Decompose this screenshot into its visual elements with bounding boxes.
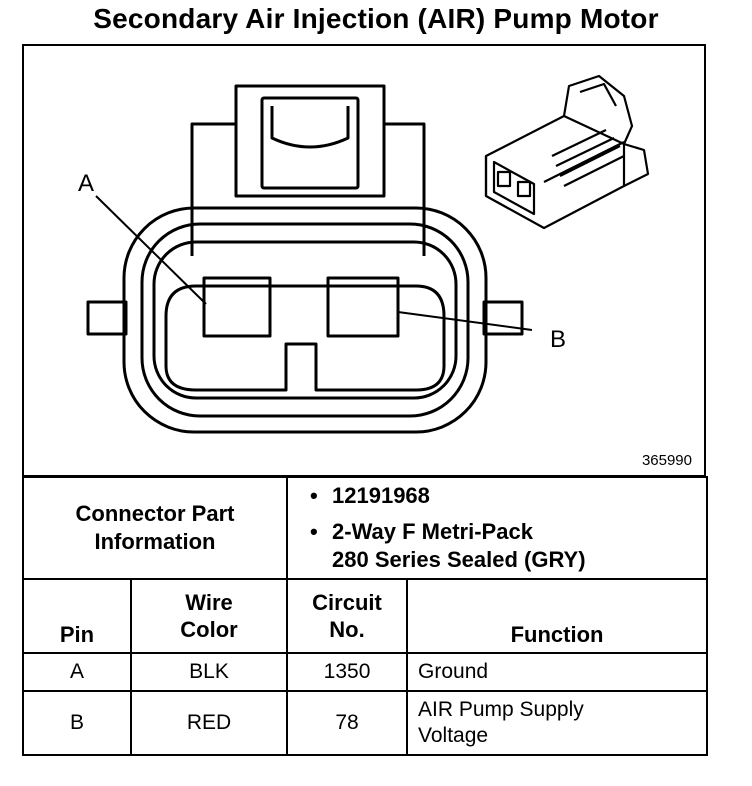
connector-part-values: 12191968 2-Way F Metri-Pack 280 Series S… <box>286 476 709 580</box>
wire-color-cell: BLK <box>129 652 289 692</box>
callout-label-a: A <box>78 170 95 197</box>
function-cell: Ground <box>406 652 709 692</box>
terminal-a <box>202 276 272 338</box>
housing-inner <box>152 240 458 400</box>
connector-iso-illustration <box>484 74 650 230</box>
latch-inner <box>234 124 386 198</box>
header-wire-color: Wire Color <box>129 578 289 654</box>
circuit-cell: 78 <box>286 690 409 756</box>
header-function: Function <box>406 578 709 654</box>
housing-outer <box>122 206 488 434</box>
figure-id: 365990 <box>641 452 692 469</box>
circuit-cell: 1350 <box>286 652 409 692</box>
housing-seal <box>140 222 470 418</box>
header-row: Pin Wire Color Circuit No. Function <box>22 578 709 654</box>
header-pin: Pin <box>22 578 132 654</box>
table-row: A BLK 1350 Ground <box>22 652 709 692</box>
connector-table: Connector Part Information 12191968 2-Wa… <box>21 476 709 756</box>
function-cell: AIR Pump Supply Voltage <box>406 690 709 756</box>
connector-face-drawing <box>86 74 650 434</box>
latch-outer <box>190 84 426 256</box>
pin-cell: B <box>22 690 132 756</box>
cavity-outline <box>164 284 446 392</box>
leader-b <box>397 311 533 331</box>
ear-left <box>86 300 128 336</box>
ear-right <box>482 300 524 336</box>
terminal-b <box>326 276 400 338</box>
table-row: B RED 78 AIR Pump Supply Voltage <box>22 690 709 756</box>
connector-figure: A B 365990 <box>22 44 706 477</box>
latch-tab <box>260 96 360 190</box>
header-circuit: Circuit No. <box>286 578 409 654</box>
connector-part-label: Connector Part Information <box>21 476 289 580</box>
callout-label-b: B <box>550 326 567 353</box>
page-title: Secondary Air Injection (AIR) Pump Motor <box>93 3 659 34</box>
pin-cell: A <box>22 652 132 692</box>
connector-part-row: Connector Part Information 12191968 2-Wa… <box>21 476 709 580</box>
part-number: 12191968 <box>310 482 706 510</box>
connector-type: 2-Way F Metri-Pack 280 Series Sealed (GR… <box>310 518 706 574</box>
wire-color-cell: RED <box>129 690 289 756</box>
leader-a <box>95 195 207 305</box>
